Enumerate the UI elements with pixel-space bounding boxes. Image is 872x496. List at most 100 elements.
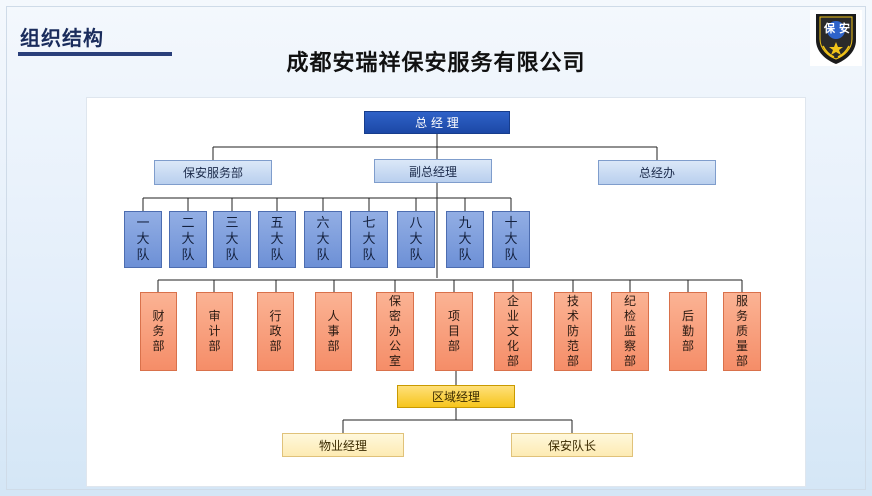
- node-char: 八: [409, 215, 423, 231]
- node-region-manager: 区域经理: [397, 385, 515, 408]
- node-char: 密: [388, 309, 401, 323]
- node-team: 九大队: [446, 211, 484, 268]
- node-char: 大: [225, 231, 239, 247]
- node-char: 大: [362, 231, 376, 247]
- node-security-captain: 保安队长: [511, 433, 633, 457]
- node-char: 室: [388, 354, 401, 368]
- node-char: 财: [152, 309, 165, 323]
- node-char: 大: [504, 231, 518, 247]
- node-team: 五大队: [258, 211, 296, 268]
- node-char: 大: [316, 231, 330, 247]
- node-char: 计: [208, 324, 221, 338]
- node-char: 人: [327, 309, 340, 323]
- node-char: 队: [316, 247, 330, 263]
- node-char: 文: [506, 324, 519, 338]
- node-char: 术: [566, 309, 579, 323]
- node-char: 十: [504, 215, 518, 231]
- slide-frame: [6, 6, 866, 490]
- node-char: 勤: [681, 324, 694, 338]
- node-char: 三: [225, 215, 239, 231]
- node-char: 行: [269, 309, 282, 323]
- node-char: 大: [270, 231, 284, 247]
- node-department: 保密办公室: [376, 292, 414, 371]
- node-char: 一: [136, 215, 150, 231]
- node-char: 化: [506, 339, 519, 353]
- section-title: 组织结构: [20, 26, 104, 50]
- node-department: 后勤部: [669, 292, 707, 371]
- logo-text-right: 安: [839, 21, 850, 35]
- node-char: 企: [506, 294, 519, 308]
- security-badge-logo: 保 安: [810, 10, 862, 66]
- node-char: 部: [269, 339, 282, 353]
- node-char: 公: [388, 339, 401, 353]
- node-char: 大: [181, 231, 195, 247]
- node-char: 七: [362, 215, 376, 231]
- node-char: 部: [735, 354, 748, 368]
- node-department: 财务部: [140, 292, 177, 371]
- node-char: 项: [447, 309, 460, 323]
- node-department: 审计部: [196, 292, 233, 371]
- logo-text-left: 保: [823, 21, 836, 35]
- node-department: 项目部: [435, 292, 473, 371]
- node-char: 办: [388, 324, 401, 338]
- node-char: 部: [566, 354, 579, 368]
- node-char: 九: [458, 215, 472, 231]
- node-char: 部: [152, 339, 165, 353]
- node-char: 服: [735, 294, 748, 308]
- node-char: 审: [208, 309, 221, 323]
- node-char: 检: [623, 309, 636, 323]
- node-security-service-dept: 保安服务部: [154, 160, 272, 185]
- node-char: 纪: [623, 294, 636, 308]
- node-char: 量: [735, 339, 748, 353]
- section-underline: [18, 52, 172, 56]
- node-char: 队: [504, 247, 518, 263]
- node-char: 后: [681, 309, 694, 323]
- node-team: 七大队: [350, 211, 388, 268]
- node-department: 服务质量部: [723, 292, 761, 371]
- node-char: 队: [409, 247, 423, 263]
- node-gm-office: 总经办: [598, 160, 716, 185]
- node-char: 质: [735, 324, 748, 338]
- node-department: 技术防范部: [554, 292, 592, 371]
- node-char: 五: [270, 215, 284, 231]
- node-char: 保: [388, 294, 401, 308]
- node-char: 队: [270, 247, 284, 263]
- node-char: 大: [409, 231, 423, 247]
- node-char: 技: [566, 294, 579, 308]
- node-department: 人事部: [315, 292, 352, 371]
- node-char: 事: [327, 324, 340, 338]
- node-char: 业: [506, 309, 519, 323]
- node-char: 察: [623, 339, 636, 353]
- node-team: 一大队: [124, 211, 162, 268]
- node-char: 防: [566, 324, 579, 338]
- node-char: 部: [447, 339, 460, 353]
- node-char: 队: [362, 247, 376, 263]
- node-team: 二大队: [169, 211, 207, 268]
- node-char: 部: [208, 339, 221, 353]
- node-team: 十大队: [492, 211, 530, 268]
- node-char: 大: [458, 231, 472, 247]
- node-deputy-general-manager: 副总经理: [374, 159, 492, 183]
- node-char: 务: [735, 309, 748, 323]
- node-char: 部: [506, 354, 519, 368]
- node-general-manager: 总 经 理: [364, 111, 510, 134]
- node-char: 部: [623, 354, 636, 368]
- node-char: 队: [181, 247, 195, 263]
- node-char: 队: [458, 247, 472, 263]
- node-department: 行政部: [257, 292, 294, 371]
- node-team: 八大队: [397, 211, 435, 268]
- node-char: 部: [681, 339, 694, 353]
- node-char: 目: [447, 324, 460, 338]
- node-char: 范: [566, 339, 579, 353]
- node-char: 监: [623, 324, 636, 338]
- node-property-manager: 物业经理: [282, 433, 404, 457]
- node-char: 队: [225, 247, 239, 263]
- company-title: 成都安瑞祥保安服务有限公司: [286, 51, 586, 76]
- node-char: 大: [136, 231, 150, 247]
- node-char: 政: [269, 324, 282, 338]
- node-char: 务: [152, 324, 165, 338]
- node-char: 六: [316, 215, 330, 231]
- node-team: 六大队: [304, 211, 342, 268]
- node-char: 部: [327, 339, 340, 353]
